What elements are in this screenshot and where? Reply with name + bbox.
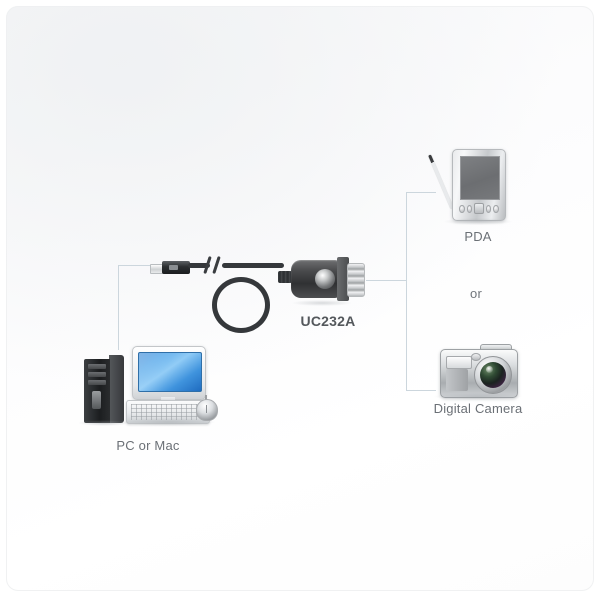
pc-drive-bay-2: [88, 372, 106, 377]
mouse-button-divider: [206, 405, 207, 413]
adapter-strain-relief: [278, 271, 292, 283]
adapter-db9-connector: [347, 263, 365, 297]
pc-drive-bay-3: [88, 380, 106, 385]
keyboard-keys: [131, 404, 205, 420]
pda-controls: [459, 203, 499, 214]
pda-device-icon: [452, 149, 506, 221]
panel-gradient: [6, 6, 594, 591]
camera-lens: [480, 362, 506, 388]
pc-label: PC or Mac: [116, 438, 180, 453]
cable-segment-left: [188, 263, 210, 268]
cable-loop: [212, 277, 270, 333]
digital-camera-icon: [440, 344, 518, 398]
mouse-body: [196, 399, 218, 421]
pc-drive-bay-1: [88, 364, 106, 369]
pda-button-2: [466, 204, 473, 213]
monitor-screen-gloss: [139, 353, 201, 391]
pda-screen: [460, 156, 500, 200]
monitor-screen: [138, 352, 202, 392]
wire-branch-to-camera: [406, 390, 436, 391]
adapter-db9-base: [337, 257, 349, 301]
wire-usb-to-pc-vertical: [118, 265, 119, 350]
pc-tower-side-panel: [109, 355, 124, 423]
wire-adapter-trunk: [366, 280, 406, 281]
separator-or-label: or: [470, 286, 482, 301]
adapter-label: UC232A: [300, 313, 356, 329]
camera-label: Digital Camera: [433, 401, 523, 416]
image-frame: [6, 6, 594, 591]
adapter-dome-highlight: [315, 269, 335, 289]
pc-group-shadow: [120, 418, 216, 426]
wire-branch-to-pda: [406, 192, 436, 193]
camera-viewfinder-icon: [471, 353, 481, 361]
uc232a-adapter-icon: [278, 257, 365, 301]
usb-logo-icon: [169, 265, 178, 270]
pda-button-1: [459, 204, 465, 213]
pda-shadow: [444, 218, 512, 225]
adapter-shadow: [292, 300, 352, 306]
cable-segment-right: [222, 263, 284, 268]
pda-label: PDA: [464, 229, 492, 244]
pda-body: [452, 149, 506, 221]
wire-branch-vertical: [406, 192, 407, 390]
pc-tower-icon: [84, 355, 124, 423]
camera-shadow: [434, 393, 522, 400]
camera-lens-ring: [474, 356, 512, 394]
pda-button-3: [485, 204, 492, 213]
monitor-bezel: [132, 346, 206, 400]
pc-tower-shadow: [78, 420, 130, 426]
usb-type-a-connector-icon: [150, 261, 190, 274]
camera-flash-icon: [446, 356, 472, 369]
monitor-icon: [132, 346, 206, 410]
pda-button-4: [493, 204, 499, 213]
mouse-icon: [196, 395, 218, 421]
camera-grip: [446, 369, 468, 391]
wire-usb-to-pc-horizontal: [118, 265, 152, 266]
mouse-cord: [205, 395, 207, 401]
camera-lens-glint: [486, 366, 493, 373]
pda-dpad-icon: [474, 203, 484, 214]
pc-front-badge: [92, 391, 101, 409]
